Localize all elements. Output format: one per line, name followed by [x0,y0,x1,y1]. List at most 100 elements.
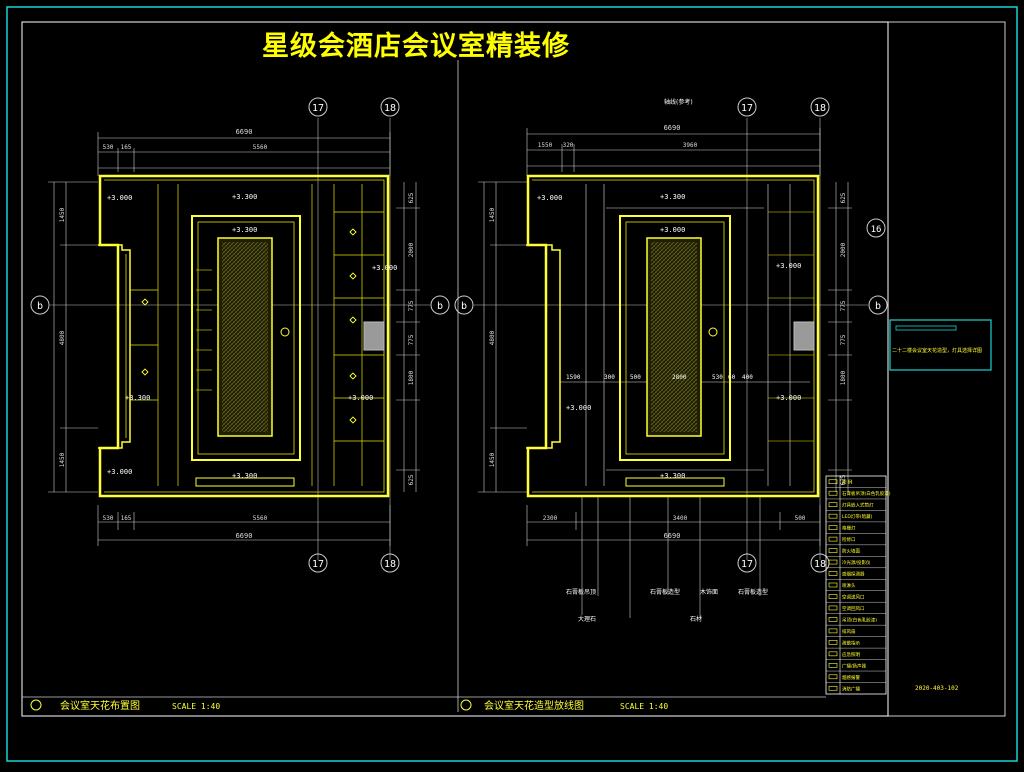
callout-6: 石材 [690,615,702,623]
dim-overall-left: 6690 [236,128,253,136]
dim-lines-right-sides [478,181,852,493]
legend-item: 烟感报警 [842,674,860,681]
legend-symbol-icon [828,479,838,485]
caption-scale-left: SCALE 1:40 [172,702,220,711]
window-recess-left [98,244,131,449]
side-note-box: 二十二楼会议室天花造型，灯具选择详图 [889,319,992,371]
legend-symbol-icon [828,594,838,599]
legend-symbol-icon [828,685,838,691]
elevation-r3: +3.000 [776,262,801,270]
bottom-pelmet-right [625,477,725,487]
mid-dim-1: 1590 [566,374,581,381]
svg-text:18: 18 [384,559,396,570]
legend-symbol-icon [828,525,838,530]
callout-1: 石膏板吊顶 [566,588,596,596]
elevation-2: +3.300 [232,193,257,201]
legend-symbol-icon [828,651,838,657]
caption-marker-icon [30,699,42,711]
dim-bottom-3: 5560 [253,515,268,522]
grid-bubble-right-b: b [430,295,450,315]
plan-caption-right: 会议室天花造型放线图 SCALE 1:40 [460,699,668,712]
elevation-1: +3.000 [107,194,132,202]
dim-lines-left-side [48,181,98,493]
legend-item: 空调回风口 [842,605,865,612]
grid-bubble-right-b-r: b [868,295,888,315]
legend-item: 排风扇 [842,628,856,635]
legend-symbol-icon [828,513,838,519]
legend-item: 图 例 [842,479,853,486]
elevation-5: +3.300 [125,394,150,402]
elevation-7: +3.000 [348,394,373,402]
callout-4: 石膏板造型 [738,588,768,596]
side-bays-left [130,184,384,486]
ceiling-grille-pattern [222,242,268,432]
legend-symbol-icon [828,628,838,634]
dim-overall-bottom: 6690 [236,532,253,540]
legend-item: 格栅灯 [842,525,856,532]
legend-item: 应急照明 [842,651,860,658]
grid-bubble-16: 16 [866,218,886,238]
dim-lines-right-side [396,182,420,492]
legend-item: LED灯带(暗藏) [842,513,873,520]
mid-dim-3: 500 [630,374,641,381]
legend-symbol-icon [828,490,838,496]
legend-symbol-icon [828,571,838,576]
legend-item: 感烟探测器 [842,571,865,578]
dim-overall-bottom-r: 6690 [664,532,681,540]
dim-bottom-r1: 2300 [543,515,558,522]
legend-symbol-icon [828,674,838,680]
dim-bottom-2: 165 [121,515,132,522]
grid-bubble-bottom-18: 18 [380,553,400,573]
mid-dim-4: 2800 [672,374,687,381]
legend-symbol-icon [828,582,838,588]
legend-symbol-icon [828,605,838,611]
dim-top-r1: 1550 [538,142,553,149]
title-block-strip [887,21,1006,717]
ceiling-coffer-mid [197,221,295,455]
legend-item: 灯具嵌入式筒灯 [842,502,874,509]
callout-3: 木饰面 [700,588,718,596]
dim-lines-right-top [526,128,821,176]
dim-right-r3: 775 [840,300,847,311]
callout-leaders [581,496,761,618]
legend-symbol-icon [828,640,838,645]
grid-bubble-top-17: 17 [308,97,328,117]
legend-symbol-icon [828,663,838,668]
dim-top-2: 165 [121,144,132,151]
grid-bubble-left-b: b [30,295,50,315]
plan-right: 17 18 17 18 b b [454,97,888,712]
dim-right-r6: 625 [840,474,847,485]
structural-column-right [793,321,815,351]
caption-title-right: 会议室天花造型放线图 [484,699,584,712]
legend-item: 消防广播 [842,685,860,692]
dim-left-r2: 4800 [489,330,496,345]
elevation-8: +3.000 [107,468,132,476]
elevation-r7: +3.300 [660,472,685,480]
bottom-pelmet-left [195,477,295,487]
dim-right-r5: 1800 [840,370,847,385]
mid-dim-5: 530 [712,374,723,381]
grid-bubble-bottom-17: 17 [308,553,328,573]
grid-bubble-top-18-r: 18 [810,97,830,117]
window-recess-right [526,244,561,449]
legend-symbol-icon [828,502,838,507]
svg-text:b: b [437,301,443,312]
sheet-title: 星级会酒店会议室精装修 [262,31,570,62]
legend-symbol-icon [828,617,838,622]
dim-left-r3: 1450 [489,452,496,467]
elevation-r1: +3.000 [537,194,562,202]
mid-dim-6: 60 [728,374,736,381]
grid-bubble-top-17-r: 17 [737,97,757,117]
elevation-6: +3.300 [232,472,257,480]
legend-item: 空调送风口 [842,593,865,600]
dim-left-r1: 1450 [489,207,496,222]
elevation-r5: +3.000 [776,394,801,402]
dim-top-3: 5560 [253,144,268,151]
smoke-detector-symbol-r [708,327,718,337]
dim-right-r2: 2000 [840,242,847,257]
dim-top-1: 530 [103,144,114,151]
structural-column-left [363,321,385,351]
legend-item: 石膏板吊顶(白色乳胶漆) [842,490,891,497]
legend-item: 检修口 [842,536,856,543]
